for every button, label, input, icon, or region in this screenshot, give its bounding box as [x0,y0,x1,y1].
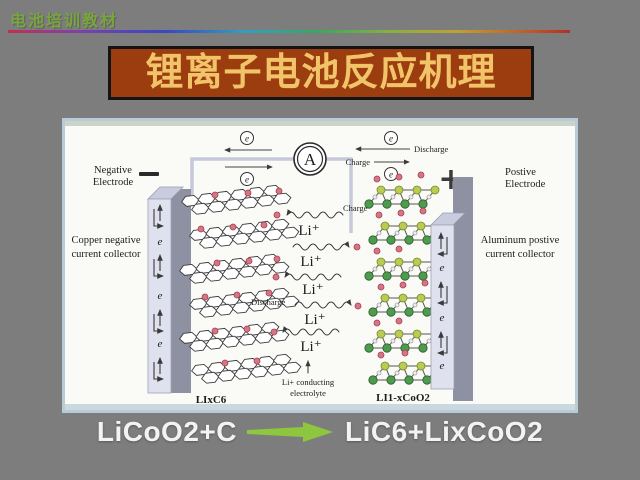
aluminum-collector: e e e [430,177,473,401]
cathode-formula: LI1-xCoO2 [376,392,430,404]
svg-text:Aluminum postive: Aluminum postive [481,235,560,246]
left-electron-flow: e e [224,131,273,186]
electron-label: e [158,290,163,302]
copper-collector: e e e [147,186,191,394]
scan-edge-top [65,121,575,126]
li-ion-label: Li⁺ [300,339,321,355]
battery-diagram-panel: A e e e Discharge Charge e [62,118,578,413]
svg-text:Postive: Postive [505,167,536,178]
electrolyte-label: Li+ conducting [282,377,335,387]
ammeter: A [293,142,327,176]
copper-collector-label: Copper negative current collector [71,235,141,260]
electron-label: e [245,134,249,144]
minus-icon [139,172,159,176]
electron-label: e [158,236,163,248]
rainbow-divider [8,30,570,33]
equation-reactant: LiCoO2+C [96,416,237,447]
svg-text:Copper negative: Copper negative [71,235,140,246]
li-ion-label: Li⁺ [298,223,319,239]
watermark-text: 电池培训教材 [10,13,119,30]
graphite-layers [179,184,302,385]
electron-label: e [245,175,249,185]
wire-charge-label: Charge [346,157,371,167]
svg-text:Electrode: Electrode [505,179,546,190]
li-ion-label: Li⁺ [304,312,325,328]
battery-diagram: A e e e Discharge Charge e [65,121,575,410]
electron-label: e [440,312,445,324]
electron-label: e [389,170,393,180]
negative-electrode-label: Negative Electrode [93,165,159,188]
electrolyte-label: electrolyte [290,388,326,398]
center-discharge-label: Discharge [251,297,286,307]
electron-label: e [440,262,445,274]
title-banner: 锂离子电池反应机理 [108,46,534,100]
svg-text:Negative: Negative [94,165,132,176]
li-transport: Charge Li⁺ Li⁺ Li⁺ Discharge Li⁺ Li⁺ Li+ [251,203,368,398]
svg-text:current collector: current collector [71,249,141,260]
slide-title: 锂离子电池反应机理 [145,52,497,94]
reaction-equation: LiCoO2+C LiC6+LixCoO2 [0,416,640,448]
li-ion-label: Li⁺ [302,282,323,298]
svg-text:current collector: current collector [485,249,555,260]
aluminum-collector-label: Aluminum postive current collector [481,235,560,260]
center-charge-label: Charge [343,203,368,213]
scan-edge-bottom [65,404,575,410]
electron-label: e [440,360,445,372]
right-electron-flow: e Discharge Charge e [346,131,449,181]
wire-discharge-label: Discharge [414,144,449,154]
anode-formula: LIxC6 [196,394,227,406]
circuit-wire [190,157,353,233]
equation-product: LiC6+LixCoO2 [344,416,544,447]
electron-label: e [158,338,163,350]
electron-label: e [389,134,393,144]
ammeter-label: A [304,150,317,169]
svg-text:Electrode: Electrode [93,177,134,188]
li-ion-label: Li⁺ [300,254,321,270]
reaction-arrow-icon [246,422,333,442]
